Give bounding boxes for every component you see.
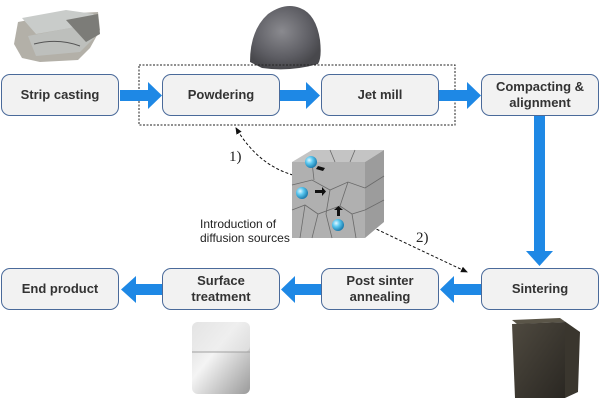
step-label: Post sinter annealing	[346, 273, 414, 304]
step-sintering[interactable]: Sintering	[481, 268, 599, 310]
sintered-block-image	[512, 318, 580, 398]
step-label: Surface treatment	[191, 273, 251, 304]
step-end-product[interactable]: End product	[1, 268, 119, 310]
step-strip-casting[interactable]: Strip casting	[1, 74, 119, 116]
flow-arrow-sintering-to-annealing	[440, 276, 482, 303]
step-post-sinter-annealing[interactable]: Post sinter annealing	[321, 268, 439, 310]
diffusion-sphere	[296, 187, 308, 199]
step-label: Sintering	[511, 281, 569, 296]
strip-flakes-image	[14, 10, 100, 62]
flow-arrow-compacting-to-sintering	[526, 115, 553, 266]
flow-arrow-strip-to-powder	[120, 82, 162, 109]
flow-arrow-annealing-to-surface	[281, 276, 322, 303]
step-label: Compacting & alignment	[495, 79, 585, 110]
grain-cube-image	[291, 149, 385, 239]
step-surface-treatment[interactable]: Surface treatment	[162, 268, 280, 310]
step-label: End product	[21, 281, 99, 296]
powder-image	[250, 6, 321, 70]
step-jet-mill[interactable]: Jet mill	[321, 74, 439, 116]
step-compacting-alignment[interactable]: Compacting & alignment	[481, 74, 599, 116]
diffusion-sphere	[332, 219, 344, 231]
step-label: Powdering	[187, 87, 255, 102]
diffusion-path-2-arrow	[371, 226, 468, 273]
diffusion-label: Introduction of diffusion sources	[200, 217, 310, 245]
finished-magnet-image	[192, 322, 250, 394]
path-2-label: 2)	[416, 230, 429, 246]
step-label: Strip casting	[20, 87, 100, 102]
diffusion-sphere	[305, 156, 317, 168]
step-label: Jet mill	[357, 87, 403, 102]
flow-arrow-powder-to-jetmill	[280, 82, 320, 109]
step-powdering[interactable]: Powdering	[162, 74, 280, 116]
diffusion-label-line2: diffusion sources	[200, 231, 290, 245]
flow-arrow-jetmill-to-compacting	[439, 82, 481, 109]
diffusion-path-1-arrow	[235, 127, 294, 176]
diffusion-label-line1: Introduction of	[200, 217, 277, 231]
path-1-label: 1)	[229, 149, 242, 165]
flow-arrow-surface-to-end	[121, 276, 163, 303]
